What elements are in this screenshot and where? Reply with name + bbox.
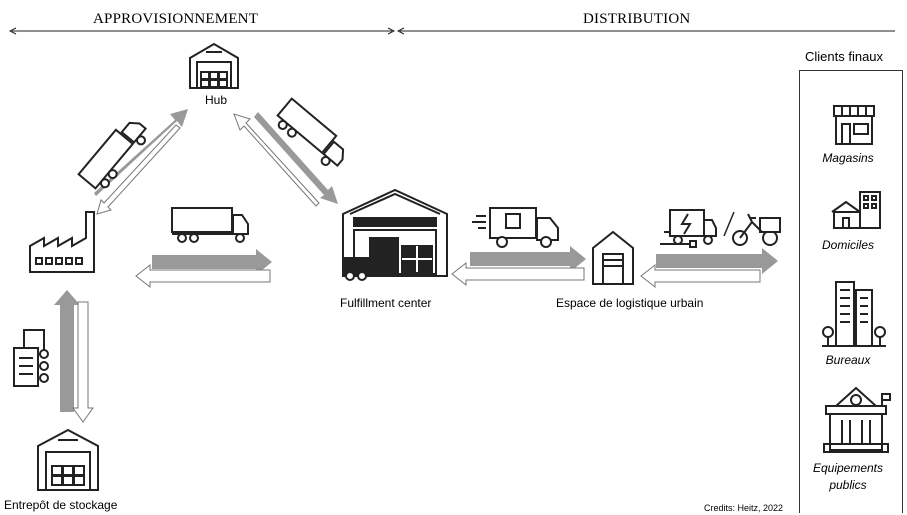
return-arrow-fulfillment-factory [135,263,271,289]
hub-warehouse-icon [189,42,239,89]
return-arrow-factory-entrepot [72,301,94,423]
distribution-header: DISTRIBUTION [583,11,691,27]
return-arrow-fulfillment-hub [233,113,320,207]
electric-van-icon [660,209,717,248]
cargo-bike-icon [732,213,781,246]
client-magasins-label: Magasins [822,151,874,165]
clients-panel [799,70,903,513]
public-building-icon [823,386,891,453]
entrepot-warehouse-icon [37,428,99,491]
client-equipements-line1: Equipements [812,461,884,475]
return-arrow-clients-espace [640,263,761,289]
urban-depot-icon [592,230,634,285]
entrepot-label: Entrepôt de stockage [4,498,118,512]
flow-arrow-entrepot-factory [54,290,80,412]
fulfillment-center-icon [342,188,448,281]
return-arrow-hub-factory [96,124,181,215]
clients-title: Clients finaux [805,49,884,64]
house-icon [831,191,881,229]
hub-label: Hub [205,93,228,107]
client-equipements-line2: publics [829,478,867,492]
separator-slash [723,211,735,237]
client-domiciles-label: Domiciles [821,238,874,252]
flow-arrow-fulfillment-espace [470,246,586,272]
client-bureaux-label: Bureaux [825,353,871,367]
credits: Credits: Heitz, 2022 [704,503,784,513]
truck-icon-horizontal [171,207,249,243]
approvisionnement-span-line [8,27,396,35]
truck-icon-left-diagonal [77,121,148,190]
flow-arrow-espace-clients [656,248,778,274]
shop-icon [833,105,875,145]
truck-icon-right-diagonal [276,97,345,168]
espace-label: Espace de logistique urbain [556,296,704,310]
distribution-span-line [396,27,895,35]
approvisionnement-header: APPROVISIONNEMENT [93,11,259,27]
office-building-icon [822,281,886,347]
return-arrow-espace-fulfillment [451,261,585,287]
flow-arrow-factory-fulfillment [152,249,272,275]
flow-arrow-hub-fulfillment [254,112,338,204]
document-icon [13,329,49,387]
fulfillment-label: Fulfillment center [340,296,432,310]
delivery-van-icon [472,207,559,248]
factory-icon [29,211,95,273]
